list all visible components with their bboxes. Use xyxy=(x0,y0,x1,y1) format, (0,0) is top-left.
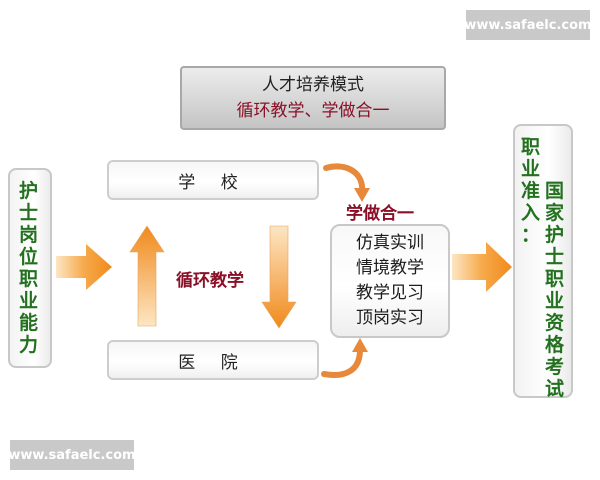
up-arrow xyxy=(129,225,165,327)
curved-arrow-top xyxy=(323,163,370,202)
nursing-ability-char: 职 xyxy=(19,268,39,290)
curved-arrow-bottom xyxy=(321,338,368,378)
career-access-char: 考 xyxy=(545,356,565,378)
career-access-char: 业 xyxy=(521,158,541,180)
career-access-char: 资 xyxy=(545,312,565,334)
career-access-col1: 职业准入： xyxy=(521,136,540,246)
career-access-char: 职 xyxy=(521,136,541,158)
career-access-char: 入 xyxy=(521,202,541,224)
nursing-ability-text: 护士岗位职业能力 xyxy=(19,180,38,356)
career-access-char: 士 xyxy=(545,246,565,268)
watermark-top: www.safaelc.com xyxy=(464,10,592,40)
practice-item: 情境教学 xyxy=(356,258,424,278)
nursing-ability-char: 业 xyxy=(19,290,39,312)
learn-do-label: 学做合一 xyxy=(346,204,414,224)
career-access-char: 护 xyxy=(545,224,565,246)
nursing-ability-box: 护士岗位职业能力 xyxy=(8,168,52,368)
nursing-ability-char: 位 xyxy=(19,246,39,268)
practice-box: 仿真实训 情境教学 教学见习 顶岗实习 xyxy=(330,224,450,338)
career-access-char: 业 xyxy=(545,290,565,312)
title-box: 人才培养模式 循环教学、学做合一 xyxy=(180,66,446,130)
school-box: 学 校 xyxy=(107,160,319,200)
career-access-char: 职 xyxy=(545,268,565,290)
career-access-col2: 国家护士职业资格考试 xyxy=(545,180,564,400)
down-arrow xyxy=(261,225,297,329)
hospital-box: 医 院 xyxy=(107,340,319,380)
career-access-char: ： xyxy=(521,224,541,246)
title-line-1: 人才培养模式 xyxy=(262,75,364,95)
career-access-char: 国 xyxy=(545,180,565,202)
right-arrow xyxy=(452,242,512,292)
nursing-ability-char: 能 xyxy=(19,312,39,334)
left-right-arrow xyxy=(56,244,112,290)
nursing-ability-char: 岗 xyxy=(19,224,39,246)
watermark-bottom: www.safaelc.com xyxy=(8,440,136,470)
career-access-char: 家 xyxy=(545,202,565,224)
practice-item: 仿真实训 xyxy=(356,233,424,253)
nursing-ability-char: 士 xyxy=(19,202,39,224)
nursing-ability-char: 力 xyxy=(19,334,39,356)
career-access-char: 准 xyxy=(521,180,541,202)
cycle-teaching-label: 循环教学 xyxy=(176,271,244,291)
career-access-box: 职业准入： 国家护士职业资格考试 xyxy=(513,124,573,400)
career-access-char: 试 xyxy=(545,378,565,400)
title-line-2: 循环教学、学做合一 xyxy=(236,101,390,121)
practice-item: 教学见习 xyxy=(356,283,424,303)
career-access-char: 格 xyxy=(545,334,565,356)
nursing-ability-char: 护 xyxy=(19,180,39,202)
practice-item: 顶岗实习 xyxy=(356,308,424,328)
